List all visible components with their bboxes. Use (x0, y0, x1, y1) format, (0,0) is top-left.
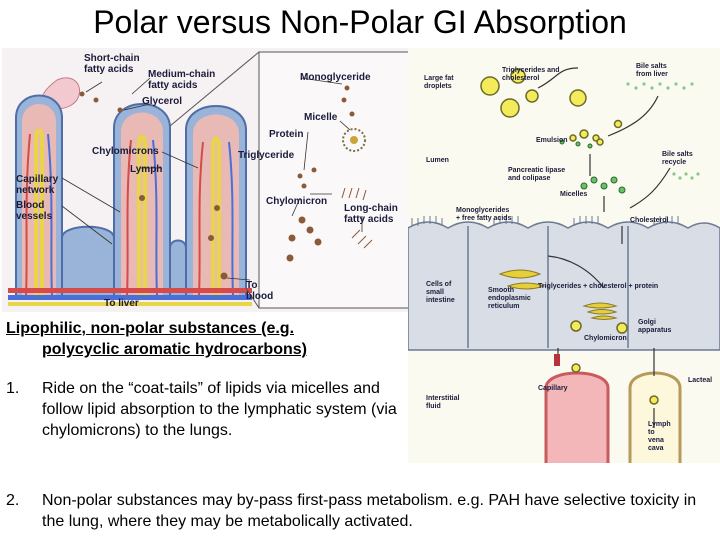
label-triglycerides-cholesterol: Triglycerides and (502, 67, 560, 74)
label-tg-chol-protein: Triglycerides + cholesterol + protein (538, 283, 658, 290)
label-lacteal: Lacteal (688, 377, 712, 384)
list-text: Non-polar substances may by-pass first-p… (42, 492, 697, 530)
label-lumen: Lumen (426, 157, 449, 164)
label-cells: Cells of (426, 281, 452, 288)
capillary-shape (544, 371, 610, 463)
list-item: 1. Ride on the “coat-tails” of lipids vi… (6, 378, 406, 441)
label-chylomicrons: Chylomicrons (92, 146, 159, 157)
label-triglyceride: Triglyceride (238, 150, 295, 161)
label-long-chain: Long-chain (344, 203, 398, 214)
villus-absorption-figure: Short-chain fatty acids Medium-chain fat… (2, 48, 411, 312)
label-to-liver: To liver (104, 298, 139, 309)
svg-text:vena: vena (648, 437, 664, 444)
lipid-absorption-figure: Large fat droplets Triglycerides and cho… (408, 48, 720, 463)
svg-text:intestine: intestine (426, 297, 455, 304)
zoom-box (258, 51, 410, 309)
label-bile-recycle: Bile salts (662, 151, 693, 158)
svg-text:fatty acids: fatty acids (148, 80, 198, 91)
svg-text:small: small (426, 289, 444, 296)
label-capillary: Capillary (538, 385, 568, 392)
label-chylomicron-right: Chylomicron (584, 335, 627, 342)
emulsion-particles (559, 139, 626, 194)
svg-text:to: to (648, 429, 655, 436)
svg-text:from liver: from liver (636, 71, 668, 78)
label-short-chain: Short-chain (84, 53, 140, 64)
svg-text:blood: blood (246, 291, 273, 302)
villus-diagram: Short-chain fatty acids Medium-chain fat… (8, 51, 410, 309)
villi-shape (8, 94, 252, 306)
label-lymph-vena: Lymph (648, 421, 671, 428)
label-capillary-network: Capillary (16, 174, 59, 185)
svg-text:cholesterol: cholesterol (502, 75, 539, 82)
label-monoglycerides: Monoglycerides (456, 207, 509, 214)
label-smooth-er: Smooth (488, 287, 514, 294)
svg-text:apparatus: apparatus (638, 327, 672, 334)
heading-line-1: Lipophilic, non-polar substances (e.g. (6, 320, 295, 337)
cell-diagram: Large fat droplets Triglycerides and cho… (408, 63, 720, 463)
label-chylomicron: Chylomicron (266, 196, 327, 207)
brush-border (411, 216, 679, 226)
heading-line-2: polycyclic aromatic hydrocarbons) (42, 341, 307, 358)
list-text: Ride on the “coat-tails” of lipids via m… (42, 380, 397, 439)
label-golgi: Golgi (638, 319, 656, 326)
label-large-fat: Large fat (424, 75, 454, 82)
svg-text:fatty acids: fatty acids (344, 214, 394, 225)
svg-text:cava: cava (648, 445, 664, 452)
lipid-particles (79, 85, 355, 280)
svg-text:and colipase: and colipase (508, 175, 551, 182)
label-lymph: Lymph (130, 164, 162, 175)
cell-labels: Large fat droplets Triglycerides and cho… (424, 63, 712, 452)
svg-text:vessels: vessels (16, 211, 53, 222)
label-micelles: Micelles (560, 191, 587, 198)
list-number: 1. (6, 380, 20, 397)
endoplasmic-reticulum-icon (498, 269, 546, 290)
svg-text:endoplasmic: endoplasmic (488, 295, 531, 302)
svg-text:reticulum: reticulum (488, 303, 520, 310)
cell-layer (408, 221, 720, 351)
fat-droplets (480, 68, 659, 405)
label-glycerol: Glycerol (142, 96, 182, 107)
list-item: 2. Non-polar substances may by-pass firs… (6, 490, 716, 532)
section-heading: Lipophilic, non-polar substances (e.g. p… (6, 318, 406, 360)
bile-salt-dots (626, 82, 700, 180)
label-emulsion: Emulsion (536, 137, 568, 144)
label-to-blood: To (246, 280, 257, 291)
villus-labels: Short-chain fatty acids Medium-chain fat… (16, 53, 398, 309)
list-number: 2. (6, 492, 20, 509)
svg-text:network: network (16, 185, 55, 196)
label-interstitial: Interstitial (426, 395, 460, 402)
label-pancreatic: Pancreatic lipase (508, 167, 565, 174)
svg-text:droplets: droplets (424, 83, 452, 90)
svg-text:recycle: recycle (662, 159, 686, 166)
svg-text:fatty acids: fatty acids (84, 64, 134, 75)
svg-text:fluid: fluid (426, 403, 441, 410)
slide-title: Polar versus Non-Polar GI Absorption (93, 4, 627, 40)
micelle-icon (342, 128, 366, 152)
label-blood-vessels: Blood (16, 200, 44, 211)
lacteal-shape (628, 371, 682, 463)
label-micelle: Micelle (304, 112, 338, 123)
label-cholesterol: Cholesterol (630, 217, 669, 224)
label-bile-salts-liver: Bile salts (636, 63, 667, 70)
flow-arrows (537, 67, 671, 428)
golgi-icon (582, 302, 618, 320)
label-protein: Protein (269, 129, 303, 140)
svg-text:+ free fatty acids: + free fatty acids (456, 215, 512, 222)
label-monoglyceride: Monoglyceride (300, 72, 371, 83)
label-medium-chain: Medium-chain (148, 69, 215, 80)
